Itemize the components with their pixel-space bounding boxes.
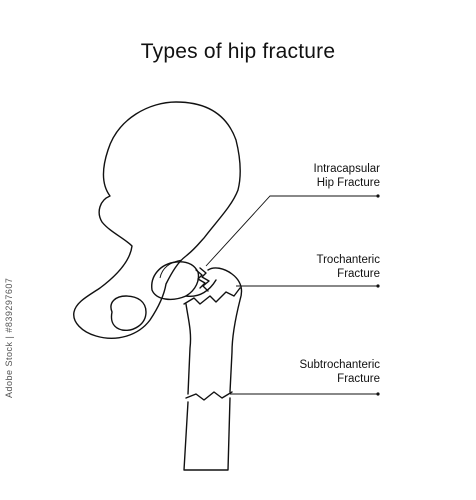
- leader-dot-subtrochanteric: [376, 392, 380, 396]
- femur-medial-upper: [185, 303, 192, 395]
- intracapsular-fracture-line: [199, 267, 210, 292]
- label-intracapsular: Intracapsular Hip Fracture: [314, 162, 380, 190]
- leader-intracapsular: [205, 195, 378, 267]
- label-trochanteric-line2: Fracture: [337, 268, 380, 280]
- label-subtrochanteric-line2: Fracture: [337, 373, 380, 385]
- acetabulum-rim: [159, 259, 183, 279]
- trochanteric-fracture-line: [183, 287, 241, 305]
- diagram-title: Types of hip fracture: [140, 40, 336, 63]
- label-intracapsular-line1: Intracapsular: [313, 163, 380, 175]
- leader-dot-intracapsular: [376, 194, 380, 198]
- label-subtrochanteric: Subtrochanteric Fracture: [299, 358, 380, 386]
- label-intracapsular-line2: Hip Fracture: [316, 177, 380, 189]
- label-trochanteric-line1: Trochanteric: [316, 254, 381, 266]
- pelvis-outline: [73, 101, 241, 339]
- subtrochanteric-fracture-line: [185, 391, 233, 401]
- label-trochanteric: Trochanteric Fracture: [317, 253, 381, 281]
- label-subtrochanteric-line1: Subtrochanteric: [299, 359, 380, 371]
- obturator-foramen: [110, 295, 147, 331]
- stock-watermark: Adobe Stock | #839297607: [4, 277, 14, 398]
- femoral-neck: [185, 269, 217, 297]
- femur-proximal: [207, 267, 243, 393]
- leader-dot-trochanteric: [376, 284, 380, 288]
- femur-shaft: [183, 397, 231, 471]
